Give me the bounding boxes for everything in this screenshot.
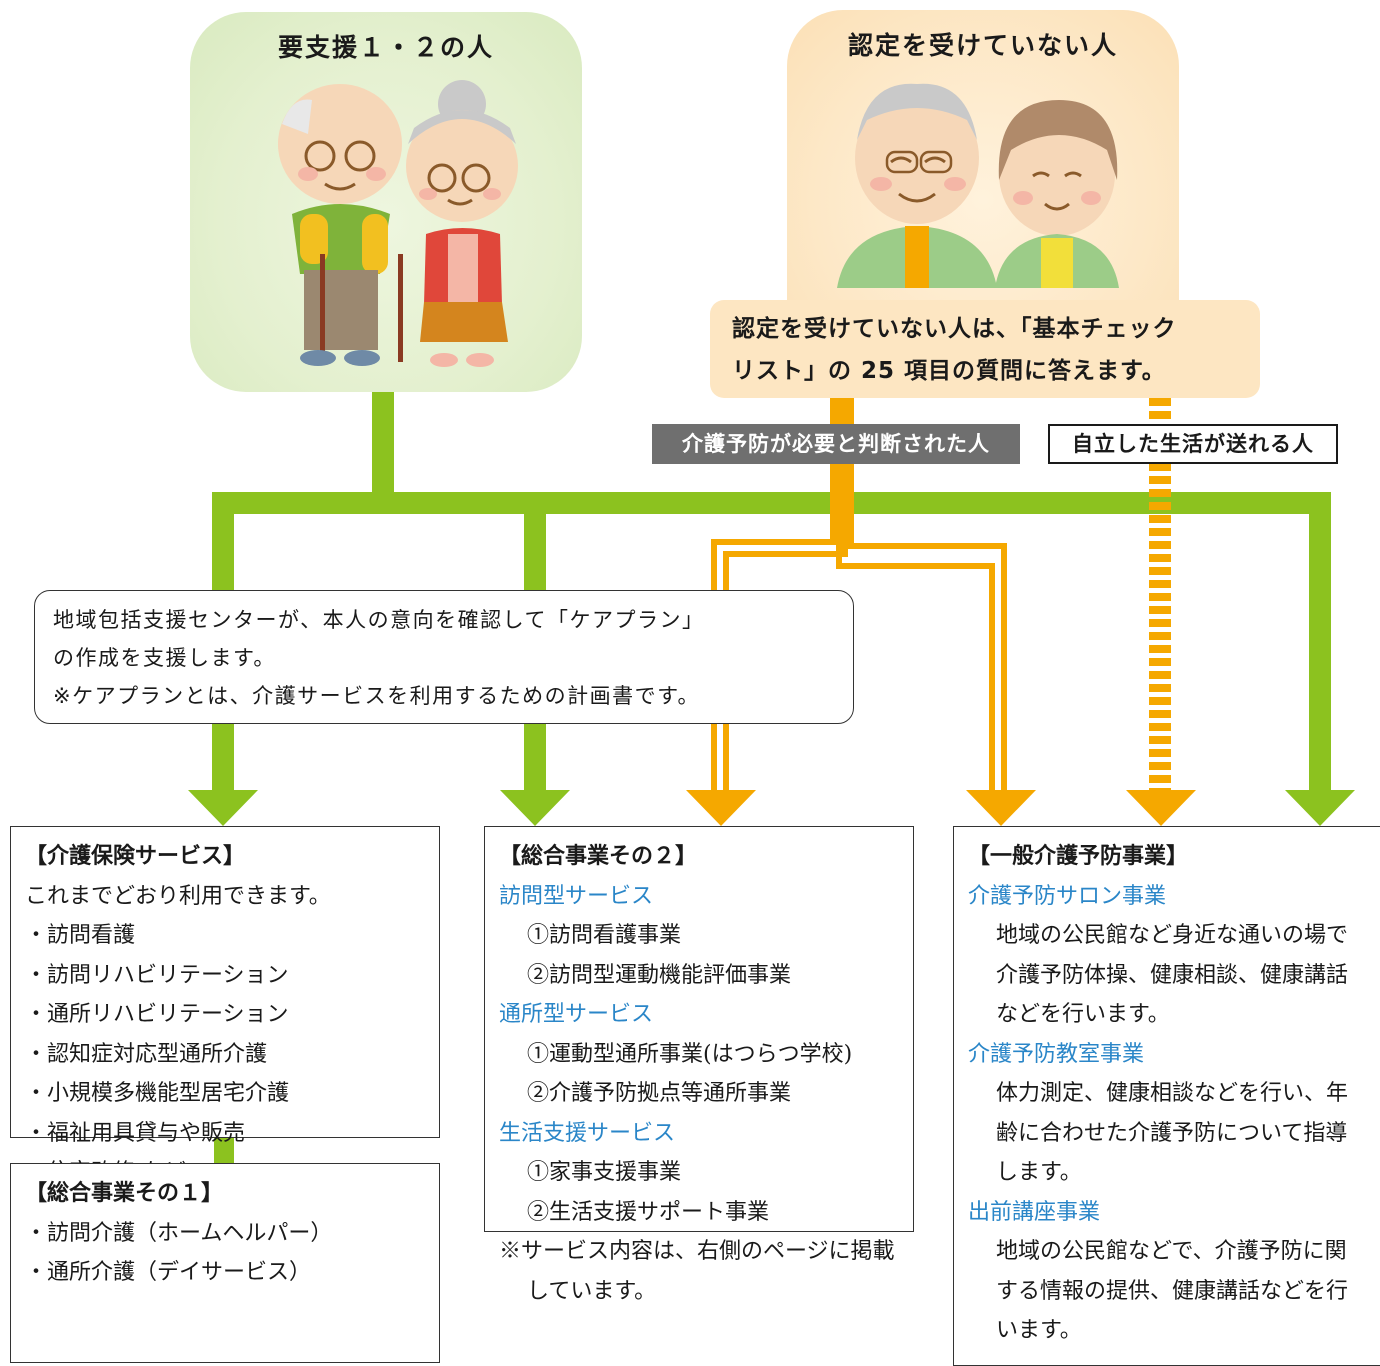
list-item: ①家事支援事業 <box>527 1160 682 1185</box>
general-prevention-box: 【一般介護予防事業】 介護予防サロン事業 地域の公民館など身近な通いの場で介護予… <box>953 826 1380 1366</box>
section-desc: 地域の公民館など身近な通いの場で介護予防体操、健康相談、健康講話などを行います。 <box>996 923 1349 1027</box>
list-item: ・認知症対応型通所介護 <box>25 1041 268 1067</box>
general-project-2-box: 【総合事業その２】 訪問型サービス ①訪問看護事業 ②訪問型運動機能評価事業 通… <box>484 826 914 1304</box>
list-item: ①運動型通所事業(はつらつ学校) <box>527 1041 853 1067</box>
insurance-services-intro: これまでどおり利用できます。 <box>25 883 331 909</box>
smiling-elderly-couple-illustration <box>837 83 1119 288</box>
care-plan-line3: ※ケアプランとは、介護サービスを利用するための計画書です。 <box>53 684 700 708</box>
list-item: ・小規模多機能型居宅介護 <box>25 1081 290 1106</box>
needs-prevention-label: 介護予防が必要と判断された人 <box>652 424 1020 464</box>
checklist-note-line1: 認定を受けていない人は、「基本チェック <box>732 316 1177 342</box>
list-item: ①訪問看護事業 <box>527 923 682 948</box>
list-item: ・通所介護（デイサービス） <box>25 1260 312 1285</box>
section-title-class: 介護予防教室事業 <box>968 1041 1145 1067</box>
care-plan-line1: 地域包括支援センターが、本人の意向を確認して「ケアプラン」 <box>53 608 705 632</box>
section-title-daycare: 通所型サービス <box>499 1002 654 1027</box>
insurance-services-box: 【介護保険サービス】 これまでどおり利用できます。 ・訪問看護 ・訪問リハビリテ… <box>10 826 440 1185</box>
uncertified-group-title: 認定を受けていない人 <box>847 31 1118 60</box>
elderly-couple-with-canes-illustration <box>278 80 518 367</box>
list-item: ②介護予防拠点等通所事業 <box>527 1081 792 1106</box>
section-desc: 地域の公民館などで、介護予防に関する情報の提供、健康講話などを行います。 <box>996 1239 1349 1343</box>
orange-arrowheads <box>686 790 1196 826</box>
section-title-visit: 訪問型サービス <box>499 883 654 909</box>
general-prevention-heading: 【一般介護予防事業】 <box>968 844 1189 869</box>
list-item: ・通所リハビリテーション <box>25 1002 289 1027</box>
general-project-1-heading: 【総合事業その１】 <box>25 1181 224 1206</box>
support-group-title: 要支援１・２の人 <box>277 33 494 62</box>
support-group-card: 要支援１・２の人 <box>190 12 582 392</box>
general-project-2-heading: 【総合事業その２】 <box>499 844 698 869</box>
list-item: ・訪問介護（ホームヘルパー） <box>25 1220 333 1246</box>
list-item: ・訪問リハビリテーション <box>25 962 289 988</box>
list-item: ②訪問型運動機能評価事業 <box>527 962 792 988</box>
list-item: ・訪問看護 <box>25 923 136 948</box>
section-desc: 体力測定、健康相談などを行い、年齢に合わせた介護予防について指導します。 <box>996 1081 1349 1185</box>
service-note: ※サービス内容は、右側のページに掲載しています。 <box>499 1239 895 1304</box>
general-project-1-box: 【総合事業その１】 ・訪問介護（ホームヘルパー） ・通所介護（デイサービス） <box>10 1163 440 1363</box>
list-item: ・福祉用具貸与や販売 <box>25 1120 246 1146</box>
independent-label: 自立した生活が送れる人 <box>1048 424 1338 464</box>
insurance-services-heading: 【介護保険サービス】 <box>25 844 246 869</box>
section-title-lecture: 出前講座事業 <box>968 1199 1101 1225</box>
care-plan-line2: の作成を支援します。 <box>53 646 276 670</box>
section-title-life-support: 生活支援サービス <box>499 1120 676 1146</box>
care-plan-note: 地域包括支援センターが、本人の意向を確認して「ケアプラン」 の作成を支援します。… <box>34 590 854 724</box>
section-title-salon: 介護予防サロン事業 <box>968 883 1167 909</box>
list-item: ②生活支援サポート事業 <box>527 1199 770 1225</box>
checklist-note: 認定を受けていない人は、「基本チェック リスト」の 25 項目の質問に答えます。 <box>710 300 1260 398</box>
checklist-note-line2: リスト」の 25 項目の質問に答えます。 <box>732 358 1166 384</box>
